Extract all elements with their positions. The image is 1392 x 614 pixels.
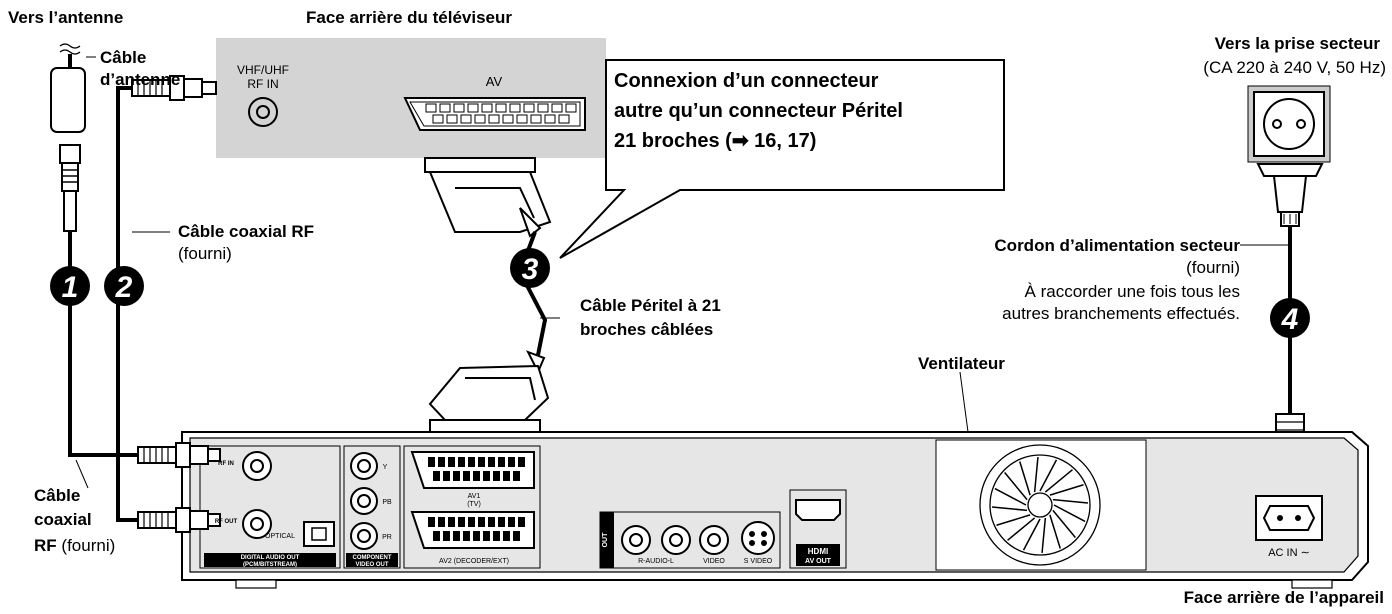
callout-line-2: autre qu’un connecteur Péritel <box>614 100 903 122</box>
scart-cable-label-1: Câble Péritel à 21 <box>580 296 721 315</box>
scart-plug-bottom <box>428 350 550 435</box>
rf-coax-supplied: (fourni) <box>178 244 232 263</box>
power-note-line-1: À raccorder une fois tous les <box>1024 282 1240 301</box>
panel-video-out: VIDEO OUT <box>355 562 388 568</box>
rf-coax-bottom-supplied: (fourni) <box>61 536 116 555</box>
step-2-number: 2 <box>115 271 133 304</box>
antenna-to-label: Vers l’antenne <box>8 8 124 27</box>
panel-rf-out: RF OUT <box>215 519 238 525</box>
callout-text: Connexion d’un connecteur autre qu’un co… <box>614 66 994 156</box>
antenna-male-plug <box>59 144 81 232</box>
rf-coax-title: Câble coaxial RF <box>178 222 315 241</box>
fan-grille <box>979 444 1101 566</box>
rf-out-jack <box>242 509 272 539</box>
rf-in-jack <box>242 451 272 481</box>
scart-cable-label-2: broches câblées <box>580 320 714 339</box>
mains-spec-label: (CA 220 à 240 V, 50 Hz) <box>1203 58 1386 77</box>
cable-1 <box>68 231 138 457</box>
hdmi-socket <box>795 499 841 566</box>
audio-video-out-jacks <box>621 521 775 555</box>
tv-scart-socket <box>403 97 586 131</box>
panel-av1: AV1 <box>468 493 481 500</box>
panel-digital-audio-out: DIGITAL AUDIO OUT <box>241 555 300 561</box>
panel-video: VIDEO <box>703 558 725 565</box>
fan-label: Ventilateur <box>918 354 1005 373</box>
rf-coax-bottom-line-2: coaxial <box>34 510 92 529</box>
panel-s-video: S VIDEO <box>744 558 773 565</box>
scart-plug-top <box>424 157 552 238</box>
panel-rf-in: RF IN <box>218 461 234 467</box>
antenna-symbol <box>59 43 81 55</box>
panel-av2: AV2 (DECODER/EXT) <box>439 558 509 565</box>
tv-av-label: AV <box>486 74 503 89</box>
panel-r-audio-l: R-AUDIO-L <box>638 558 674 565</box>
step-2-badge: 2 <box>104 266 144 306</box>
mains-to-label: Vers la prise secteur <box>1214 34 1380 53</box>
optical-jack <box>303 521 335 547</box>
step-1-badge: 1 <box>50 266 90 306</box>
power-cord-supplied: (fourni) <box>1186 258 1240 277</box>
panel-pr: PR <box>382 534 392 541</box>
panel-pcm-bitstream: (PCM/BITSTREAM) <box>243 562 297 568</box>
rf-plug-out <box>137 507 221 533</box>
unit-rear-label: Face arrière de l’appareil <box>1183 588 1384 607</box>
power-note-line-2: autres branchements effectués. <box>1002 304 1240 323</box>
step-4-number: 4 <box>1281 303 1299 336</box>
panel-component: COMPONENT <box>353 555 392 561</box>
rf-plug-in <box>137 442 221 468</box>
rf-coax-bottom-line-1: Câble <box>34 486 81 505</box>
callout-bubble <box>559 59 1005 259</box>
panel-ac-in: AC IN ∼ <box>1268 547 1310 559</box>
tv-rear-label: Face arrière du téléviseur <box>306 8 513 27</box>
step-4-badge: 4 <box>1270 298 1310 338</box>
step-3-badge: 3 <box>510 248 550 288</box>
callout-line-3: 21 broches (➡ 16, 17) <box>614 130 817 152</box>
component-jacks <box>350 452 378 550</box>
out-label-box <box>600 512 614 568</box>
panel-pb: PB <box>382 499 392 506</box>
antenna-cable-label-1: Câble <box>100 48 147 67</box>
panel-hdmi: HDMI <box>808 547 828 556</box>
tv-rf-in-label-1: VHF/UHF <box>237 63 289 77</box>
panel-y: Y <box>383 464 388 471</box>
panel-optical: OPTICAL <box>265 533 295 540</box>
wall-outlet <box>1247 85 1331 163</box>
ac-inlet <box>1255 495 1323 541</box>
power-cord-title: Cordon d’alimentation secteur <box>994 236 1240 255</box>
av2-pins <box>428 517 525 541</box>
panel-av-out: AV OUT <box>805 558 832 565</box>
antenna-plug <box>50 67 86 133</box>
tv-rf-in-label-2: RF IN <box>247 77 278 91</box>
mains-plug <box>1256 163 1324 227</box>
tv-scart-pins <box>425 103 577 124</box>
rf-plug-top <box>131 75 217 101</box>
step-3-number: 3 <box>522 253 539 286</box>
rf-coax-bottom-line-3: RF (fourni) <box>34 536 115 556</box>
antenna-cable-label-2: d’antenne <box>100 70 181 89</box>
tv-rf-in-jack <box>248 97 278 127</box>
panel-tv: (TV) <box>467 501 481 508</box>
rf-coax-bottom-rf: RF <box>34 536 57 555</box>
fan-spokes <box>991 456 1089 554</box>
callout-line-1: Connexion d’un connecteur <box>614 70 879 92</box>
step-1-number: 1 <box>62 271 79 304</box>
panel-out: OUT <box>602 532 609 548</box>
av1-pins <box>428 457 525 481</box>
